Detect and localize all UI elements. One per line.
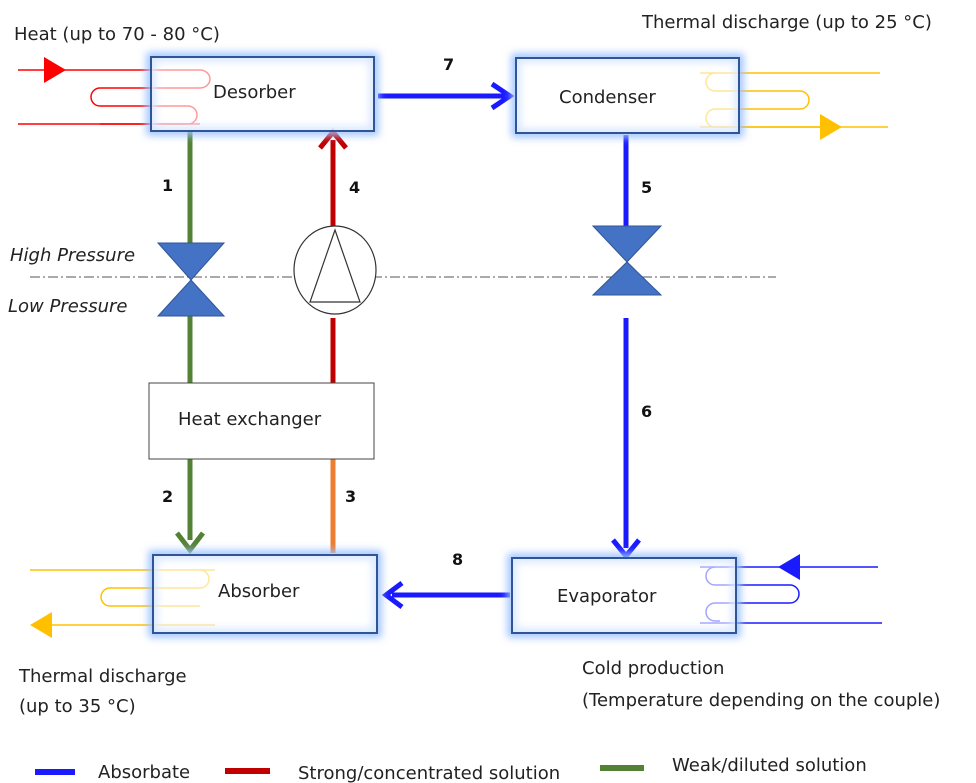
flow-number-3: 3 <box>345 487 356 506</box>
absorbate-arrow-7-icon <box>490 81 515 111</box>
cold-production-label: Cold production <box>582 658 724 679</box>
flow-number-6: 6 <box>641 402 652 421</box>
expansion-valve-right-icon <box>591 225 663 296</box>
cold-production-sublabel: (Temperature depending on the couple) <box>582 690 940 711</box>
flow-number-7: 7 <box>443 55 454 74</box>
low-pressure-label: Low Pressure <box>8 296 127 317</box>
absorber-box: Absorber <box>148 550 382 638</box>
heat-input-label: Heat (up to 70 - 80 °C) <box>14 24 220 45</box>
flow-number-2: 2 <box>162 487 173 506</box>
flow-number-5: 5 <box>641 178 652 197</box>
evaporator-label: Evaporator <box>557 586 657 607</box>
absorbate-arrow-8-icon <box>381 581 404 609</box>
expansion-valve-left-icon <box>156 242 226 317</box>
condenser-box: Condenser <box>511 53 744 138</box>
legend: Absorbate Strong/concentrated solution W… <box>35 755 867 783</box>
legend-weak-label: Weak/diluted solution <box>672 755 867 776</box>
thermal-discharge-bottom-label: Thermal discharge <box>18 666 187 687</box>
heat-exchanger-box: Heat exchanger <box>148 382 375 460</box>
flow-number-8: 8 <box>452 550 463 569</box>
evaporator-box: Evaporator <box>507 553 741 638</box>
heat-input-arrow-icon <box>44 57 66 83</box>
discharge-out-arrow-bottom-icon <box>30 612 52 638</box>
discharge-out-arrow-top-icon <box>820 114 842 140</box>
flow-number-1: 1 <box>162 176 173 195</box>
pump-icon <box>293 225 377 315</box>
desorber-label: Desorber <box>213 82 296 103</box>
thermal-discharge-bottom-sublabel: (up to 35 °C) <box>19 696 136 717</box>
flow-number-4: 4 <box>349 178 360 197</box>
legend-absorbate-label: Absorbate <box>98 762 190 783</box>
thermal-discharge-top-label: Thermal discharge (up to 25 °C) <box>641 12 932 33</box>
absorber-label: Absorber <box>218 581 300 602</box>
weak-solution-arrow-2-icon <box>175 531 205 555</box>
heat-exchanger-label: Heat exchanger <box>178 409 322 430</box>
legend-strong-label: Strong/concentrated solution <box>298 763 560 783</box>
cold-input-arrow-icon <box>778 554 800 580</box>
condenser-label: Condenser <box>559 87 656 108</box>
high-pressure-label: High Pressure <box>10 245 135 266</box>
desorber-box: Desorber <box>146 52 379 136</box>
